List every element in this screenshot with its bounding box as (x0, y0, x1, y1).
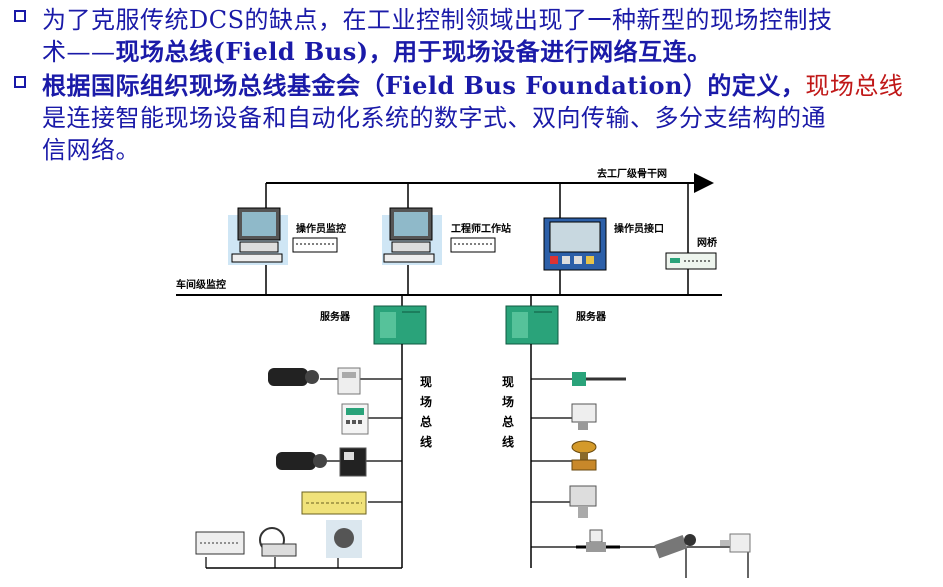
computer-icon (228, 207, 338, 265)
operator-panel-icon (543, 217, 607, 271)
flowmeter-icon (576, 529, 620, 552)
fieldbus-left-char-4: 线 (420, 434, 432, 449)
motor-icon (276, 452, 327, 470)
bullet2-line1-text: 根据国际组织现场总线基金会（Field Bus Foundation）的定义， (42, 71, 806, 100)
bullet2-line1: 根据国际组织现场总线基金会（Field Bus Foundation）的定义，现… (42, 70, 932, 102)
bullet1-line2-term: 现场总线(Field Bus)，用于现场设备进行网络互连。 (115, 37, 712, 66)
transmitter-icon (569, 485, 597, 518)
bullet1-line2: 术——现场总线(Field Bus)，用于现场设备进行网络互连。 (42, 36, 932, 68)
bullet2-line3: 信网络。 (42, 136, 140, 164)
fieldbus-right-char-3: 总 (502, 414, 514, 429)
square-bullet-icon (14, 10, 26, 22)
io-module-icon (301, 491, 367, 515)
fieldbus-right-char-4: 线 (502, 434, 514, 449)
panel-icon (195, 531, 245, 555)
square-bullet-icon (14, 76, 26, 88)
control-valve-icon (571, 440, 597, 471)
temperature-sensor-icon (572, 372, 626, 386)
transmitter-icon (571, 403, 597, 430)
fieldbus-right-char-1: 现 (502, 375, 514, 389)
server-icon (373, 305, 427, 345)
bullet-text-1: 为了克服传统DCS的缺点，在工业控制领域出现了一种新型的现场控制技 术——现场总… (42, 4, 932, 68)
computer-icon (382, 207, 496, 265)
motor-icon (268, 368, 319, 386)
fieldbus-left-char-2: 场 (420, 395, 432, 409)
valve-actuator-icon (326, 520, 362, 558)
actuator-icon (654, 534, 696, 559)
drive-unit-icon (337, 367, 361, 395)
operator-monitor-label: 操作员监控 (296, 222, 346, 235)
fieldbus-left-char-1: 现 (420, 375, 432, 389)
bullet2-line2: 是连接智能现场设备和自动化系统的数字式、双向传输、多分支结构的通 (42, 104, 826, 132)
bullet1-line1: 为了克服传统DCS的缺点，在工业控制领域出现了一种新型的现场控制技 (42, 6, 833, 34)
drive-unit-icon (339, 447, 367, 477)
bridge-label: 网桥 (697, 236, 718, 249)
controller-icon (341, 403, 369, 435)
pump-icon (259, 527, 297, 557)
server-icon (505, 305, 559, 345)
workshop-monitor-label: 车间级监控 (176, 278, 226, 291)
operator-interface-label: 操作员接口 (614, 222, 664, 235)
backbone-label: 去工厂级骨干网 (597, 167, 667, 180)
bullet1-line2-prefix: 术—— (42, 38, 116, 66)
fieldbus-right-char-2: 场 (502, 395, 514, 409)
bullet-text-2: 根据国际组织现场总线基金会（Field Bus Foundation）的定义，现… (42, 70, 932, 166)
bridge-icon (665, 252, 717, 270)
server-left-label: 服务器 (320, 310, 351, 323)
bullet2-highlight: 现场总线 (805, 72, 904, 100)
fieldbus-left-char-3: 总 (420, 414, 432, 429)
sensor-module-icon (720, 533, 751, 553)
engineer-station-label: 工程师工作站 (451, 222, 511, 235)
server-right-label: 服务器 (576, 310, 607, 323)
